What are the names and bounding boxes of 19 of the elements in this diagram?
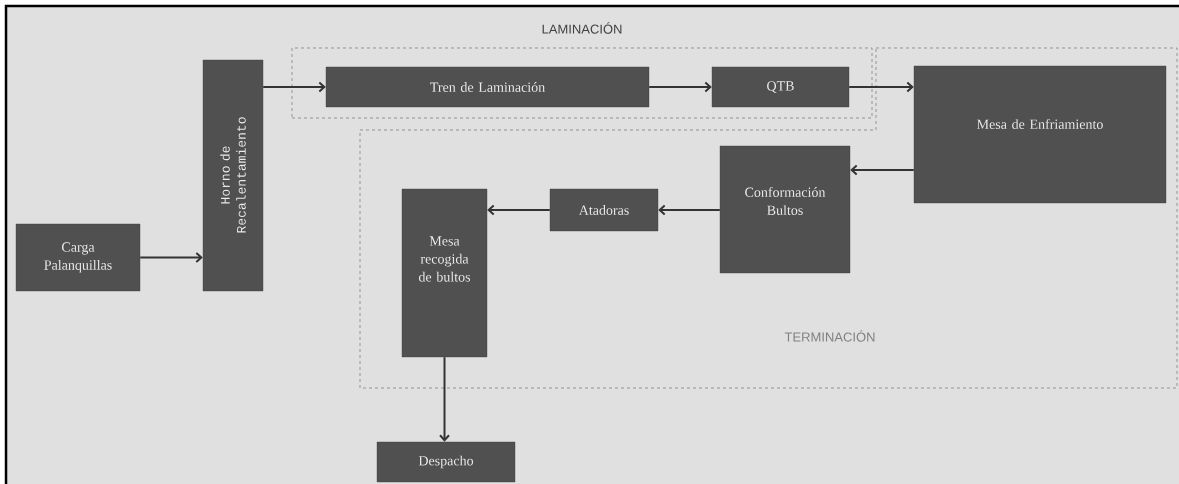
band-heading: LAMINACIÓN bbox=[542, 22, 622, 34]
process-box: Mesa de Enfriamiento bbox=[913, 65, 1167, 204]
arrow bbox=[139, 252, 203, 263]
arrow bbox=[439, 356, 450, 442]
process-box: Tren de Laminación bbox=[325, 66, 650, 108]
process-box: Mesa recogida de bultos bbox=[401, 188, 488, 358]
process-box: Carga Palanquillas bbox=[15, 223, 141, 292]
arrow bbox=[487, 204, 551, 216]
arrow bbox=[848, 81, 914, 93]
arrow bbox=[648, 81, 712, 93]
process-box: Despacho bbox=[376, 441, 516, 483]
arrow bbox=[850, 164, 915, 176]
process-box: Horno de Recalentamiento bbox=[202, 59, 264, 292]
region-label: TERMINACIÓN bbox=[784, 330, 875, 342]
process-box: QTB bbox=[711, 66, 850, 108]
arrow bbox=[262, 81, 326, 93]
process-box: Conformación Bultos bbox=[719, 145, 851, 274]
arrow bbox=[658, 204, 721, 216]
process-box: Atadoras bbox=[549, 188, 659, 232]
